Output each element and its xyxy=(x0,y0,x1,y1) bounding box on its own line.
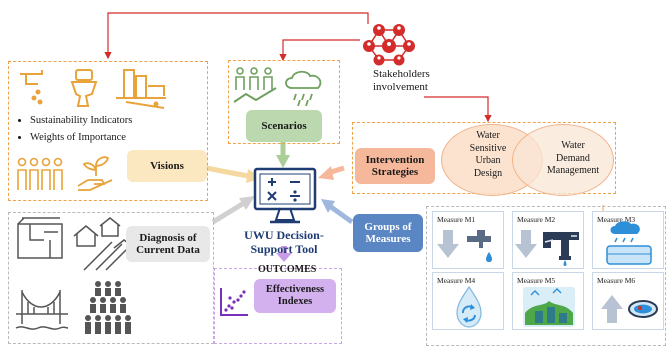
scatter-plot-icon xyxy=(220,288,248,316)
rain-cloud-icon xyxy=(285,70,322,106)
groups-label-line1: Groups of xyxy=(364,220,412,233)
rain-tank-icon xyxy=(606,221,652,265)
intervention-label-line1: Intervention xyxy=(365,153,425,166)
diagnosis-label: Diagnosis of Current Data xyxy=(126,226,210,262)
outcomes-label: Effectiveness Indexes xyxy=(254,279,336,313)
stakeholder-to-intervention-line xyxy=(424,96,492,123)
green-roof-icon xyxy=(523,287,575,327)
measure-card-m6: Measure M6 xyxy=(592,272,664,330)
stakeholder-to-scenarios-line xyxy=(279,39,360,62)
intervention-label: Intervention Strategies xyxy=(355,148,435,184)
diagnosis-label-line1: Diagnosis of xyxy=(139,231,197,244)
measure-card-m5: Measure M5 xyxy=(512,272,584,330)
visions-panel xyxy=(8,61,208,201)
outcomes-label-line1: Effectiveness xyxy=(265,284,325,296)
measures-panel xyxy=(426,206,666,346)
stakeholder-network-icon xyxy=(363,24,415,66)
bullet-sustainability-indicators: Sustainability Indicators xyxy=(30,112,132,129)
measure-m2-label: Measure M2 xyxy=(517,215,556,224)
measure-card-m4: Measure M4 xyxy=(432,272,504,330)
wsud-line2: Sensitive xyxy=(469,142,507,154)
wsud-line1: Water xyxy=(476,130,500,141)
population-icon xyxy=(85,281,131,334)
community-people-icon xyxy=(17,157,63,190)
wdm-line1: Water xyxy=(561,140,585,151)
visions-label: Visions xyxy=(127,150,207,182)
bullet-weights-of-importance: Weights of Importance xyxy=(30,129,132,146)
recycle-drop-icon xyxy=(456,285,482,328)
arrow-up-pool-icon xyxy=(601,295,658,323)
houses-road-icon xyxy=(73,217,133,271)
wsud-line3: Urban xyxy=(475,155,501,166)
visions-top-icons xyxy=(20,69,166,109)
industry-pipes-icon xyxy=(116,69,166,109)
people-trend-icon xyxy=(233,67,277,103)
wdm-line3: Management xyxy=(546,165,600,176)
outcomes-heading: OUTCOMES xyxy=(258,264,317,275)
measure-m6-label: Measure M6 xyxy=(597,276,636,285)
visions-bottom-icons xyxy=(17,156,113,191)
bridge-icon xyxy=(15,290,69,330)
wdm-line2: Demand xyxy=(556,152,590,164)
groups-label-line2: Measures xyxy=(365,233,411,245)
wsud-line4: Design xyxy=(473,167,503,179)
measure-m3-label: Measure M3 xyxy=(597,215,636,224)
measure-m4-label: Measure M4 xyxy=(437,276,476,285)
groups-label: Groups of Measures xyxy=(353,214,423,252)
computer-calculator-icon xyxy=(253,167,317,224)
stakeholders-label-line1: Stakeholders xyxy=(373,68,430,80)
floor-plan-icon xyxy=(17,217,63,259)
wdm-label: Water Demand Management xyxy=(540,140,606,178)
stakeholders-label-line2: involvement xyxy=(373,81,428,93)
hand-plant-icon xyxy=(77,156,113,191)
diagnosis-icons xyxy=(15,217,133,334)
scenarios-panel xyxy=(228,60,340,144)
wsud-label: Water Sensitive Urban Design xyxy=(456,130,520,180)
diagnosis-panel xyxy=(8,212,214,344)
scenarios-icons xyxy=(233,67,322,106)
measure-m1-label: Measure M1 xyxy=(437,215,476,224)
measure-card-m2: Measure M2 xyxy=(512,211,584,269)
arrow-down-tap-drop-icon xyxy=(437,230,492,262)
outcomes-panel xyxy=(214,268,342,344)
tool-label-line1: UWU Decision- xyxy=(244,228,324,242)
visions-bullets: Sustainability Indicators Weights of Imp… xyxy=(4,112,132,146)
measure-card-m1: Measure M1 xyxy=(432,211,504,269)
measure-m5-label: Measure M5 xyxy=(517,276,556,285)
tool-label: UWU Decision- Support Tool xyxy=(234,228,334,256)
visions-arrow xyxy=(205,165,249,179)
wdm-ellipse xyxy=(512,124,614,196)
arrow-down-pipe-icon xyxy=(515,230,579,266)
scenarios-label: Scenarios xyxy=(246,110,322,142)
groups-arrow xyxy=(329,204,354,225)
diagnosis-arrow xyxy=(211,200,246,225)
tool-label-line2: Support Tool xyxy=(250,242,318,256)
measure-card-m3: Measure M3 xyxy=(592,211,664,269)
faucet-icon xyxy=(20,70,43,105)
toilet-icon xyxy=(70,69,98,107)
intervention-label-line2: Strategies xyxy=(371,166,419,178)
stakeholder-to-visions-line xyxy=(104,12,369,60)
outcomes-label-line2: Indexes xyxy=(277,296,313,307)
diagnosis-label-line2: Current Data xyxy=(136,244,200,256)
